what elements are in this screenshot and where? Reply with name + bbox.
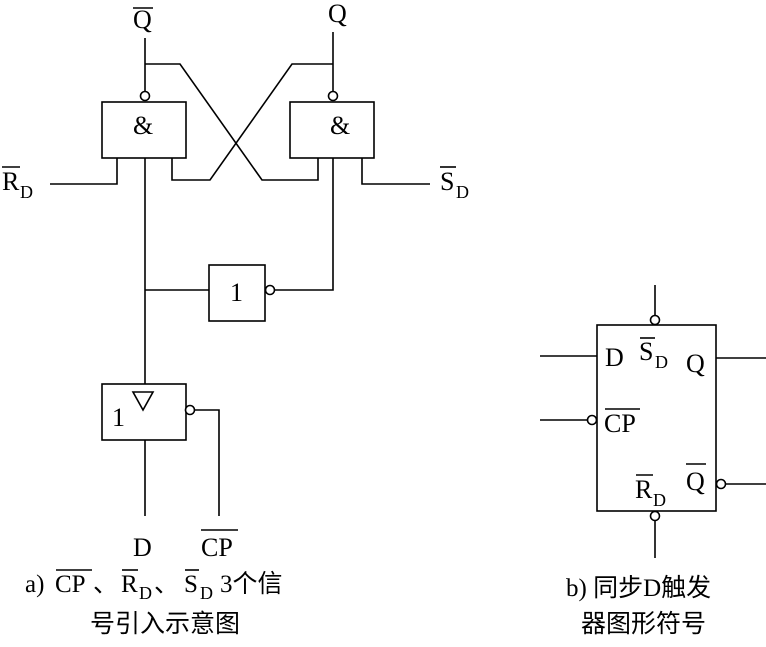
nand-gate-left — [101, 101, 187, 159]
label-d: D — [133, 533, 152, 562]
not-gate — [208, 264, 266, 322]
caption-a-sep1: 、 — [93, 571, 118, 598]
wire-sd-input — [361, 158, 430, 185]
wire-cp-control — [195, 409, 220, 516]
not-gate-inversion-bubble — [264, 284, 276, 296]
caption-a-sep2: 、 — [154, 571, 179, 598]
nand-left-inversion-bubble — [139, 90, 151, 102]
wire-cross-qbar-to-right — [145, 63, 319, 181]
nand-gate-left-label: & — [133, 111, 153, 140]
pin-sd-subscript: D — [655, 352, 668, 372]
nand-gate-right-label: & — [330, 111, 350, 140]
caption-a-sd: S — [184, 571, 198, 598]
pin-d-label: D — [605, 343, 624, 372]
caption-b-line2: 器图形符号 — [581, 610, 706, 638]
not-gate-label: 1 — [230, 278, 243, 307]
label-rd-subscript: D — [20, 182, 33, 202]
pin-sd-label: S — [639, 337, 653, 366]
caption-a-sd-subscript: D — [200, 583, 213, 603]
controlled-buffer-label: 1 — [112, 403, 125, 432]
label-qbar: Q — [133, 5, 152, 34]
caption-a-cp: CP — [55, 571, 86, 598]
label-rd: R — [2, 167, 20, 196]
label-sd-subscript: D — [456, 182, 469, 202]
caption-a-rd-subscript: D — [139, 583, 152, 603]
pin-cp-bubble — [586, 414, 598, 426]
caption-a-rest: 3个信 — [220, 570, 283, 598]
pin-rd-bubble — [649, 510, 661, 522]
wire-rd-input — [50, 158, 118, 185]
label-sd: S — [440, 167, 454, 196]
nand-gate-right — [289, 101, 375, 159]
diagram-a: Q Q & & R D S D 1 — [2, 0, 469, 638]
pin-rd-subscript: D — [653, 490, 666, 510]
caption-a-prefix: a) — [25, 571, 44, 598]
caption-a-line2: 号引入示意图 — [90, 610, 240, 638]
pin-rd-label: R — [635, 475, 653, 504]
controlled-buffer-gate — [101, 383, 187, 441]
pin-qbar-bubble — [715, 478, 727, 490]
caption-a-rd: R — [121, 571, 138, 598]
caption-b-line1: b) 同步D触发 — [566, 574, 711, 602]
wire-not-to-right-nand — [275, 158, 334, 291]
buffer-triangle-icon — [131, 391, 155, 412]
label-cp: CP — [201, 533, 233, 562]
pin-qbar-label: Q — [686, 467, 705, 496]
pin-sd-bubble — [649, 314, 661, 326]
pin-q-label: Q — [686, 349, 705, 378]
wire-cross-q-to-left — [171, 63, 333, 181]
nand-right-inversion-bubble — [327, 90, 339, 102]
label-q: Q — [328, 0, 347, 28]
diagram-b: S D D Q CP R D Q b) 同步D触发 器图形符号 — [540, 285, 766, 638]
buffer-control-bubble — [184, 404, 196, 416]
pin-cp-label: CP — [604, 409, 636, 438]
